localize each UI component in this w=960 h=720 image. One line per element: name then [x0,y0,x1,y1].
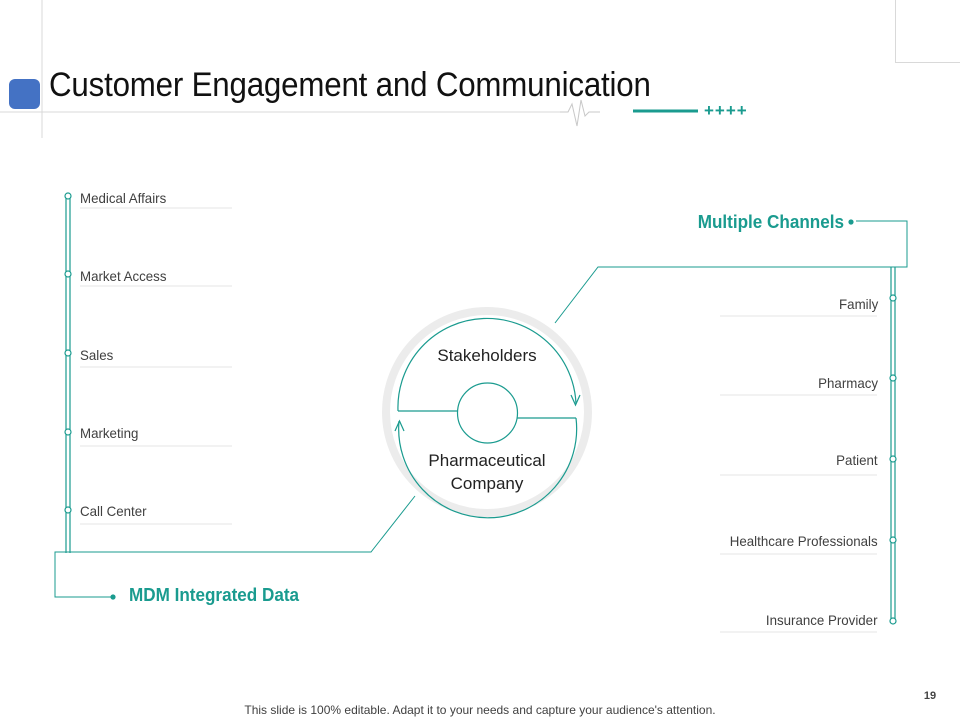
left-item-medical-affairs: Medical Affairs [80,190,167,206]
left-node-dot [64,192,72,200]
cycle-arc-bottom [398,417,578,519]
right-heading-dot [848,219,854,225]
corner-frame-box [895,0,960,63]
cycle-arrow-bottom [394,419,405,432]
left-node-dot [64,349,72,357]
pharmaceutical-company-label: Pharmaceutical Company [413,449,561,495]
right-item-family: Family [838,296,878,312]
right-node-dot [889,455,897,463]
left-heading-dot [110,594,116,600]
left-node-dot [64,428,72,436]
footer-note: This slide is 100% editable. Adapt it to… [244,703,716,717]
right-node-dot [889,536,897,544]
page-title: Customer Engagement and Communication [49,66,651,104]
right-connector-line [554,220,908,324]
page-number: 19 [923,690,937,702]
title-badge [9,79,40,109]
right-node-dot [889,617,897,625]
right-item-patient: Patient [836,452,878,468]
left-connector-line [54,495,416,598]
right-item-pharmacy: Pharmacy [818,375,878,391]
right-node-dot [889,294,897,302]
pharma-label-line1: Pharmaceutical [428,451,546,470]
left-node-dot [64,506,72,514]
left-item-market-access: Market Access [80,268,167,284]
right-heading: Multiple Channels [697,212,844,232]
pharma-label-line2: Company [450,474,524,493]
left-heading: MDM Integrated Data [129,585,300,605]
plus-decoration: ++++ [704,101,748,120]
cycle-arc-top [397,317,577,412]
left-node-dot [64,270,72,278]
left-item-marketing: Marketing [80,425,139,441]
inner-core-circle [456,382,519,444]
left-item-call-center: Call Center [80,503,147,519]
right-item-healthcare-professionals: Healthcare Professionals [730,533,878,549]
right-item-insurance-provider: Insurance Provider [766,612,878,628]
cycle-arrow-top [570,394,581,407]
heartbeat-icon [560,99,600,127]
stakeholders-label: Stakeholders [437,346,537,365]
right-node-dot [889,374,897,382]
left-item-sales: Sales [80,347,114,363]
